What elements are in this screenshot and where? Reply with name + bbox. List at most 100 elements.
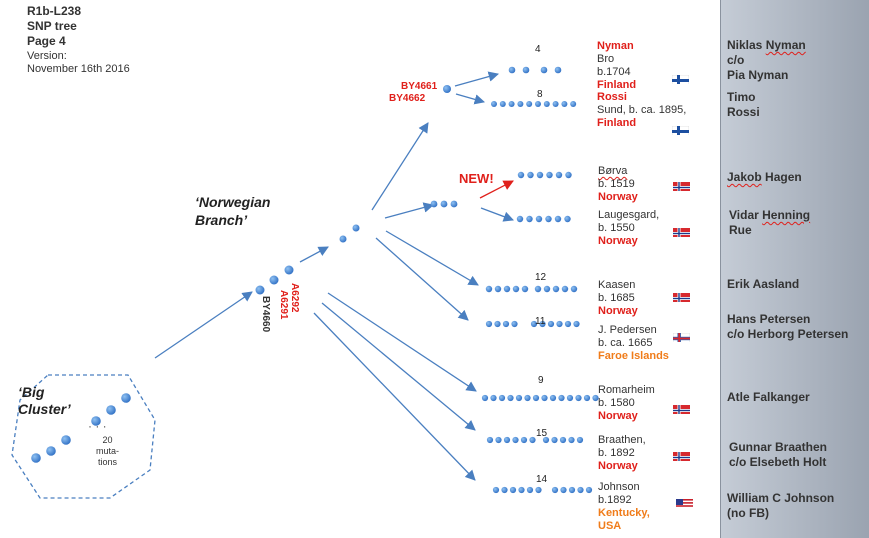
mutation-dot-johnson	[501, 486, 508, 494]
mutation-dot-braathen	[495, 436, 502, 444]
usa-flag-icon	[676, 497, 693, 508]
arrow-to-romarheim	[327, 292, 477, 392]
count-nyman: 4	[535, 44, 541, 55]
finland-flag-icon	[672, 124, 689, 135]
mutation-dot-braathen	[568, 436, 575, 444]
norwegian-branch-label-line1: ‘Norwegian	[195, 194, 271, 210]
cluster-dot	[91, 416, 101, 426]
mutation-dot-kaasen	[485, 285, 493, 293]
arrow-to-braathen	[321, 302, 476, 431]
mutation-dot-nyman	[554, 66, 562, 74]
mutation-dot-romarheim	[490, 394, 497, 402]
tester-rue: Vidar Henning Rue	[729, 208, 811, 237]
norwegian-node-dot	[339, 235, 347, 243]
mutation-dot-romarheim	[515, 394, 523, 402]
tester-nyman: Niklas Nyman c/o Pia Nyman	[727, 38, 806, 82]
count-pedersen: 11	[535, 316, 546, 327]
cluster-dot	[121, 393, 131, 403]
mutation-dot-braathen	[542, 436, 550, 444]
mutation-dot-braathen	[529, 436, 536, 444]
branch-dot-by4660	[255, 285, 265, 295]
norway-flag-icon	[673, 403, 690, 414]
haplogroup-title: R1b-L238	[27, 4, 82, 18]
faroe-flag-icon	[673, 331, 690, 342]
mutation-dot-braathen	[486, 436, 494, 444]
big-cluster-label-line2: Cluster’	[18, 401, 71, 417]
snp-by4661: BY4661	[401, 81, 438, 92]
mutation-dot-laugesgard	[545, 215, 552, 223]
count-romarheim: 9	[538, 375, 544, 386]
cluster-dot	[61, 435, 71, 445]
cluster-dot	[31, 453, 41, 463]
norway-flag-icon	[673, 291, 690, 302]
tester-aasland: Erik Aasland	[727, 277, 800, 291]
norway-flag-icon	[673, 226, 690, 237]
tester-falkanger: Atle Falkanger	[727, 390, 810, 404]
tester-petersen: Hans Petersen c/o Herborg Petersen	[727, 312, 849, 341]
branch-arrows	[154, 71, 514, 481]
norwegian-node-dot	[352, 224, 360, 232]
mutation-dot-johnson	[585, 486, 593, 494]
mutation-dot-romarheim	[524, 394, 531, 402]
mutation-dot-romarheim	[583, 394, 591, 402]
mutation-dot-borva	[536, 171, 544, 179]
mutation-dot-pedersen	[511, 320, 518, 328]
mutation-dot-laugesgard	[554, 215, 562, 223]
arrow-to-borva	[479, 180, 514, 199]
branch-dot-a6292	[284, 265, 294, 275]
leaf-laugesgard: Laugesgard, b. 1550 Norway	[598, 209, 660, 247]
mutation-dot-kaasen	[521, 285, 529, 293]
mutation-dot-pedersen	[539, 320, 546, 328]
mutation-dot-rossi	[517, 101, 524, 107]
mutation-dot-romarheim	[558, 394, 565, 402]
count-kaasen: 12	[535, 272, 547, 283]
arrow-to-rossi	[455, 93, 485, 105]
leaf-nyman: Nyman Bro b.1704 Finland	[597, 40, 637, 91]
mutation-dot-laugesgard	[516, 215, 524, 223]
tester-sidebar	[720, 0, 869, 538]
arrow-to-nyman	[454, 71, 500, 87]
mutation-dot-rossi	[543, 101, 550, 107]
mutation-dot-laugesgard	[526, 215, 533, 223]
mutation-dot-rossi	[535, 101, 541, 107]
big-cluster-outline	[11, 374, 156, 499]
leaf-johnson: Johnson b.1892 Kentucky, USA	[598, 481, 650, 532]
mutation-dot-johnson	[526, 486, 534, 494]
mutation-dot-rossi	[526, 101, 533, 107]
arrow-to-norwegian-node	[299, 246, 329, 263]
branch-dot-a6291	[269, 275, 279, 285]
mutation-dot-johnson	[551, 486, 559, 494]
mutation-dot-kaasen	[494, 285, 502, 293]
snp-a6292: A6292	[289, 283, 300, 313]
mutation-dot-kaasen	[561, 285, 569, 293]
tree-title: SNP tree	[27, 19, 77, 33]
mutation-dot-pedersen	[485, 320, 493, 328]
snp-by4662: BY4662	[389, 93, 426, 104]
leaf-kaasen: Kaasen b. 1685 Norway	[598, 279, 638, 317]
mutation-dot-johnson	[535, 486, 542, 494]
arrow-to-new-node	[384, 202, 435, 219]
mutation-dot-johnson	[492, 486, 500, 494]
mutation-dot-borva	[565, 171, 572, 179]
mutation-dots	[31, 66, 599, 494]
count-rossi: 8	[537, 89, 543, 100]
version-date: November 16th 2016	[27, 63, 130, 75]
mutation-dot-pedersen	[556, 320, 563, 328]
tester-johnson: William C Johnson (no FB)	[727, 491, 835, 520]
mutation-dot-rossi	[570, 101, 577, 107]
mutation-dot-kaasen	[503, 285, 511, 293]
arrow-to-laugesgard	[480, 207, 514, 222]
mutation-dot-nyman	[522, 66, 530, 74]
mutation-dot-johnson	[568, 486, 576, 494]
mutation-dot-pedersen	[547, 320, 555, 328]
mutation-dot-kaasen	[570, 285, 578, 293]
mutation-dot-braathen	[520, 436, 528, 444]
mutation-dot-rossi	[508, 101, 515, 107]
mutation-dot-laugesgard	[535, 215, 543, 223]
mutation-dot-kaasen	[512, 285, 520, 293]
mutation-dot-romarheim	[575, 394, 582, 402]
mutation-dot-romarheim	[592, 394, 599, 402]
mutation-dot-kaasen	[534, 285, 542, 293]
